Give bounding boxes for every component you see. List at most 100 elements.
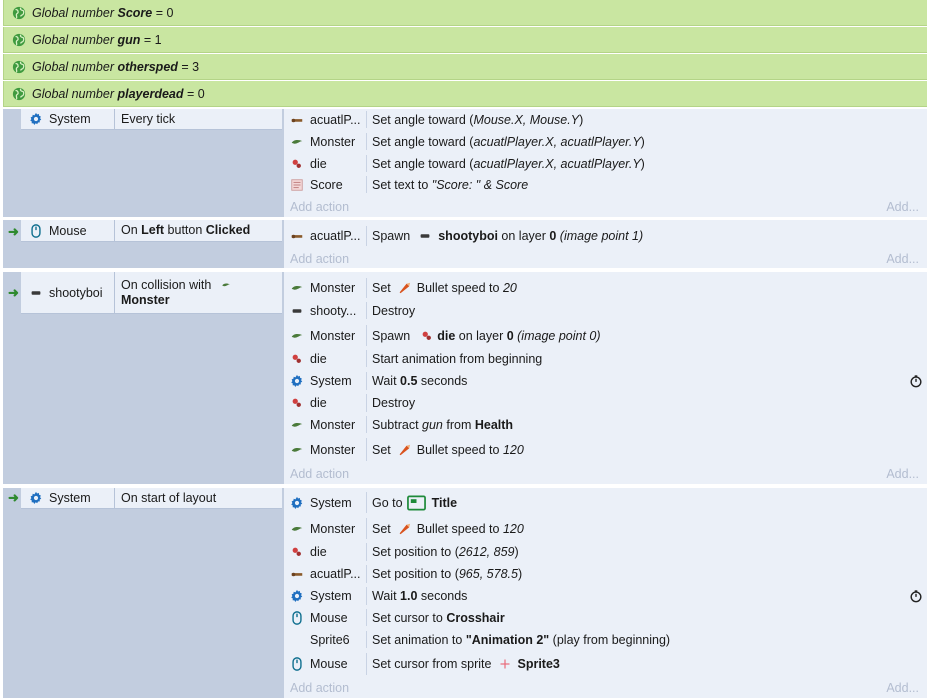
event-gutter[interactable] [3,272,20,484]
event-gutter[interactable] [3,220,20,268]
action-object[interactable]: acuatlP... [290,109,366,130]
add-action-row[interactable]: Add action Add... [284,678,927,698]
action-text[interactable]: Spawn shootyboi on layer 0 (image point … [372,224,643,248]
action-object[interactable]: Mouse [290,607,366,628]
action-row[interactable]: Mouse Set cursor from sprite Sprite3 [284,651,927,677]
action-object[interactable]: Mouse [290,651,366,677]
action-text[interactable]: Set angle toward (Mouse.X, Mouse.Y) [372,109,583,130]
action-row[interactable]: Monster Set angle toward (acuatlPlayer.X,… [284,131,927,152]
action-text[interactable]: Go to Title [372,490,457,515]
action-object[interactable]: die [290,348,366,369]
action-text[interactable]: Set angle toward (acuatlPlayer.X, acuatl… [372,131,645,152]
event-block-collision[interactable]: ➜ shootyboi On collision with Monster Mo… [3,272,927,484]
action-text[interactable]: Destroy [372,396,416,410]
condition-text[interactable]: On start of layout [121,490,217,505]
action-object[interactable]: shooty... [290,300,366,321]
action-text[interactable]: Spawn die on layer 0 (image point 0) [372,323,601,348]
global-variable-row[interactable]: Global number Score = 0 [3,0,927,26]
condition-text[interactable]: On Left button Clicked [121,220,280,241]
actions-area[interactable]: acuatlP... Set angle toward (Mouse.X, Mou… [284,109,927,217]
action-object[interactable]: Sprite6 [290,629,366,650]
add-action-link[interactable]: Add action [290,467,350,481]
action-object[interactable]: die [290,153,366,174]
actions-area[interactable]: acuatlP... Spawn shootyboi on layer 0 (i… [284,220,927,268]
action-text[interactable]: Set Bullet speed to 120 [372,436,524,463]
event-block-start-of-layout[interactable]: ➜ System On start of layout System Go to… [3,488,927,698]
event-gutter[interactable] [3,109,20,217]
action-row[interactable]: die Set position to (2612, 859) [284,541,927,563]
action-row[interactable]: die Start animation from beginning [284,348,927,369]
action-text[interactable]: Set Bullet speed to 120 [372,516,524,541]
action-text[interactable]: Set position to (2612, 859) [372,541,519,563]
action-row[interactable]: System Wait 1.0 seconds [284,585,927,607]
action-object[interactable]: die [290,392,366,414]
add-action-link[interactable]: Add action [290,251,350,266]
action-row[interactable]: Monster Set Bullet speed to 20 [284,276,927,300]
action-object[interactable]: System [290,490,366,515]
actions-area[interactable]: System Go to Title Monster Set Bullet sp… [284,488,927,698]
global-variable-row[interactable]: Global number othersped = 3 [3,54,927,80]
action-text[interactable]: Wait 1.0 seconds [372,585,467,607]
action-row[interactable]: acuatlP... Spawn shootyboi on layer 0 (i… [284,224,927,248]
condition-object[interactable]: System [21,109,115,129]
event-block-every-tick[interactable]: System Every tick acuatlP... Set angle to… [3,109,927,217]
action-text[interactable]: Set cursor to Crosshair [372,607,505,628]
action-text[interactable]: Wait 0.5 seconds [372,370,467,392]
action-object[interactable]: Monster [290,414,366,435]
action-row[interactable]: Monster Spawn die on layer 0 (image poin… [284,323,927,348]
action-object[interactable]: System [290,585,366,607]
action-text[interactable]: Subtract gun from Health [372,414,513,435]
action-text[interactable]: Set animation to "Animation 2" (play fro… [372,629,670,650]
action-row[interactable]: die Destroy [284,392,927,414]
add-ellipsis-link[interactable]: Add... [886,467,919,481]
action-text[interactable]: Set position to (965, 578.5) [372,563,522,585]
add-action-row[interactable]: Add action Add... [284,249,927,268]
action-row[interactable]: Sprite6 Set animation to "Animation 2" (… [284,629,927,650]
action-text[interactable]: Set angle toward (acuatlPlayer.X, acuatl… [372,153,645,174]
condition-row[interactable]: System Every tick [21,109,282,130]
condition-text[interactable]: Every tick [121,111,176,126]
action-row[interactable]: Monster Subtract gun from Health [284,414,927,435]
global-variable-row[interactable]: Global number playerdead = 0 [3,81,927,107]
action-object[interactable]: die [290,541,366,563]
action-object[interactable]: Monster [290,131,366,152]
action-object[interactable]: System [290,370,366,392]
action-row[interactable]: acuatlP... Set angle toward (Mouse.X, Mou… [284,109,927,130]
condition-object[interactable]: System [21,488,115,508]
add-ellipsis-link[interactable]: Add... [886,251,919,266]
action-text[interactable]: Set text to "Score: " & Score [372,174,528,195]
action-row[interactable]: System Go to Title [284,490,927,515]
add-action-row[interactable]: Add action Add... [284,197,927,217]
add-ellipsis-link[interactable]: Add... [886,200,919,214]
action-object[interactable]: acuatlP... [290,563,366,585]
condition-row[interactable]: Mouse On Left button Clicked [21,220,282,242]
condition-object[interactable]: shootyboi [21,272,115,313]
action-row[interactable]: acuatlP... Set position to (965, 578.5) [284,563,927,585]
event-gutter[interactable] [3,488,20,698]
action-object[interactable]: Monster [290,436,366,463]
action-row[interactable]: Mouse Set cursor to Crosshair [284,607,927,628]
event-block-mouse-click[interactable]: ➜ Mouse On Left button Clicked acuatlP..… [3,220,927,268]
action-text[interactable]: Set cursor from sprite Sprite3 [372,651,560,677]
add-ellipsis-link[interactable]: Add... [886,681,919,695]
action-text[interactable]: Start animation from beginning [372,351,543,366]
action-object[interactable]: acuatlP... [290,224,366,248]
condition-row[interactable]: shootyboi On collision with Monster [21,272,282,314]
action-row[interactable]: Monster Set Bullet speed to 120 [284,436,927,463]
condition-row[interactable]: System On start of layout [21,488,282,509]
action-object[interactable]: Monster [290,276,366,300]
condition-text[interactable]: On collision with Monster [121,272,280,313]
action-row[interactable]: die Set angle toward (acuatlPlayer.X, acu… [284,153,927,174]
action-text[interactable]: Set Bullet speed to 20 [372,276,517,300]
condition-object[interactable]: Mouse [21,220,115,241]
action-row[interactable]: Monster Set Bullet speed to 120 [284,516,927,541]
action-text[interactable]: Destroy [372,303,416,318]
add-action-link[interactable]: Add action [290,200,350,214]
global-variable-row[interactable]: Global number gun = 1 [3,27,927,53]
action-row[interactable]: shooty... Destroy [284,300,927,321]
add-action-row[interactable]: Add action Add... [284,464,927,484]
actions-area[interactable]: Monster Set Bullet speed to 20 shooty...… [284,272,927,484]
action-object[interactable]: Monster [290,516,366,541]
action-object[interactable]: Monster [290,323,366,348]
